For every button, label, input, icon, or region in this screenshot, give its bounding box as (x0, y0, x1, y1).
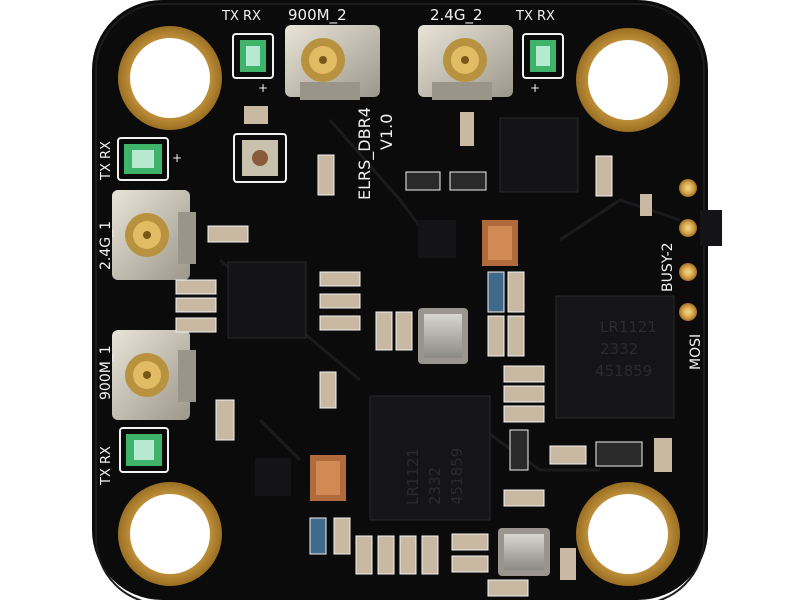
chip-soic-lower (255, 458, 291, 496)
mounting-hole-top-right (576, 28, 680, 132)
silk-plus-led-top-right: + (530, 81, 540, 95)
chip-right-marking-2: 2332 (600, 340, 638, 358)
silk-left-24g-1: 2.4G_1 (98, 221, 114, 270)
pcb-edge (95, 3, 705, 600)
silk-top-tx-rx-right: TX RX (515, 9, 555, 24)
crystal-center (418, 308, 468, 364)
passive-components (175, 106, 672, 597)
led-top-left (232, 33, 274, 79)
led-center-rgb (233, 133, 287, 183)
chip-right-marking-1: LR1121 (600, 318, 657, 336)
silk-left-tx-rx-top: TX RX (99, 141, 114, 181)
side-pads (679, 179, 722, 321)
silk-board-name: ELRS_DBR4 (355, 107, 375, 200)
balun-lower (310, 455, 346, 501)
chip-center-marking-2: 2332 (426, 467, 444, 505)
chip-soic-upper (418, 220, 456, 258)
silk-left-tx-rx-bottom: TX RX (99, 446, 114, 486)
silk-top-tx-rx-left: TX RX (221, 9, 261, 24)
ufl-connector-900m-1 (112, 330, 196, 420)
silk-mosi: MOSI (688, 334, 704, 370)
silk-board-version: V1.0 (377, 114, 396, 150)
silk-left-900m-1: 900M_1 (98, 345, 114, 400)
ufl-connector-24g-1 (112, 190, 196, 280)
silk-plus-led-left-top: + (172, 151, 182, 165)
led-left-bottom (119, 427, 169, 473)
silk-top-900m-2: 900M_2 (288, 6, 347, 25)
chip-center-marking-3: 451859 (448, 448, 466, 505)
chip-center-marking-1: LR1121 (404, 448, 422, 505)
silk-plus-led-top-left: + (258, 81, 268, 95)
chip-left-qfn (227, 261, 307, 339)
chip-right-marking-3: 451859 (595, 362, 652, 380)
led-top-right (522, 33, 564, 79)
ufl-connector-900m-2 (285, 25, 380, 100)
chip-center-lr1121: LR1121 2332 451859 (369, 395, 491, 521)
crystal-bottom (498, 528, 550, 576)
chip-right-lr1121: LR1121 2332 451859 (555, 295, 675, 419)
ufl-connector-24g-2 (418, 25, 513, 100)
silk-top-24g-2: 2.4G_2 (430, 6, 483, 25)
mounting-hole-bottom-left (118, 482, 222, 586)
balun-upper (482, 220, 518, 266)
led-left-top (117, 137, 169, 181)
silk-busy-2: BUSY-2 (660, 242, 676, 292)
mounting-hole-bottom-right (576, 482, 680, 586)
chip-top-qfn (499, 117, 579, 193)
mounting-hole-top-left (118, 26, 222, 130)
